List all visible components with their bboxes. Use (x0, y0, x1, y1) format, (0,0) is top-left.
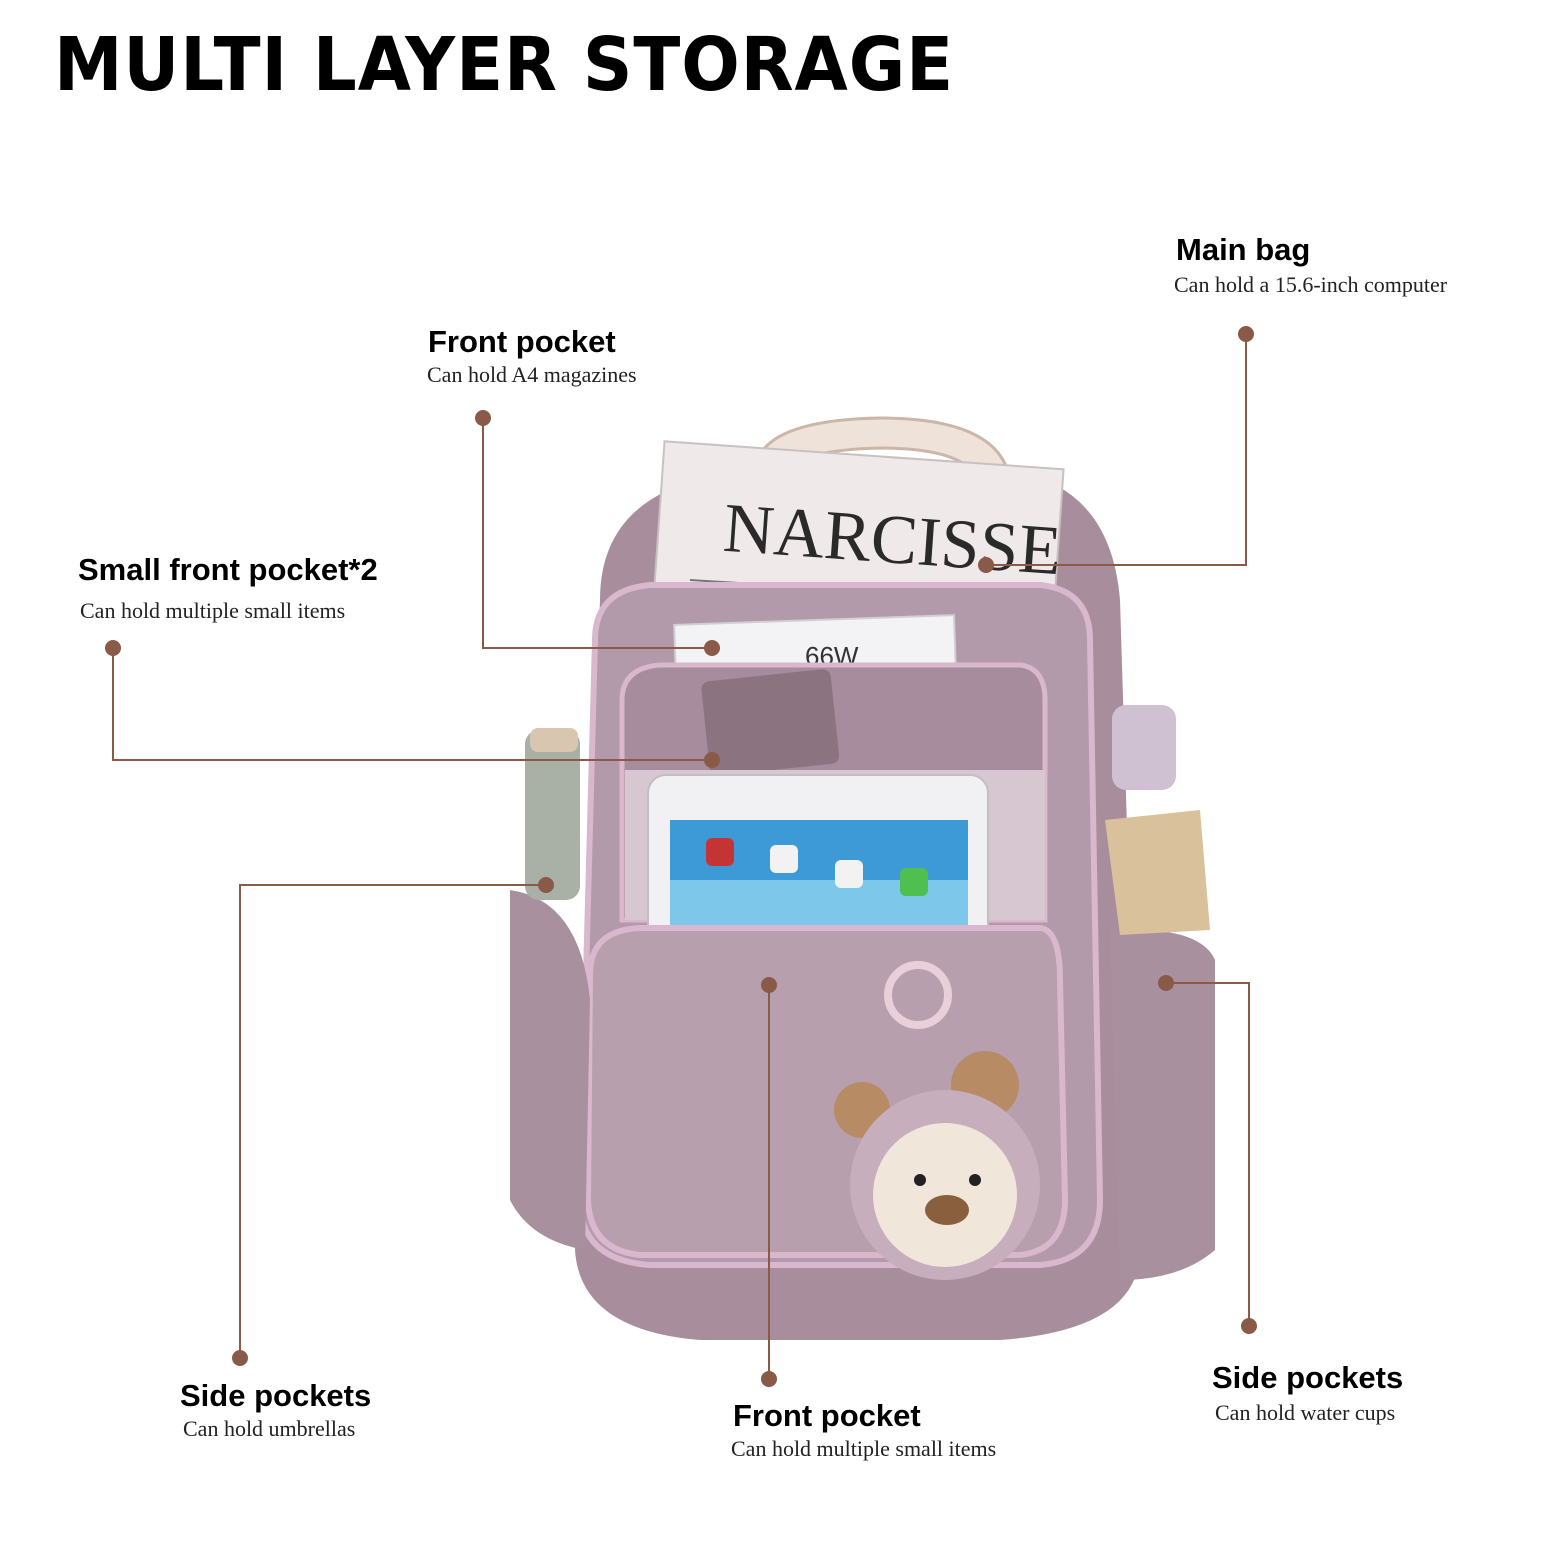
bear-purse-shape (834, 961, 1040, 1280)
side-pockets-right-desc: Can hold water cups (1215, 1400, 1396, 1425)
umbrella-shape (1105, 705, 1210, 935)
right-side-pocket-shape (1110, 929, 1215, 1280)
main-bag-title: Main bag (1176, 232, 1311, 267)
front-pocket-top-desc: Can hold A4 magazines (427, 362, 637, 387)
front-pocket-top-title: Front pocket (428, 324, 616, 359)
tablet-shape (647, 774, 989, 946)
leader-small-front-pocket (112, 648, 712, 761)
side-pockets-left-desc: Can hold umbrellas (183, 1416, 356, 1441)
main-bag-desc: Can hold a 15.6-inch computer (1174, 272, 1448, 297)
water-bottle-shape (525, 730, 580, 900)
front-pocket-bottom-desc: Can hold multiple small items (731, 1436, 997, 1461)
headline: MULTI LAYER STORAGE (54, 22, 955, 108)
side-pockets-left-title: Side pockets (180, 1378, 372, 1413)
wallet-shape (701, 669, 840, 776)
leader-lines (112, 334, 1250, 1379)
small-front-pocket-desc: Can hold multiple small items (80, 598, 346, 623)
front-pocket-bottom-title: Front pocket (733, 1398, 921, 1433)
leader-dots (105, 326, 1257, 1387)
leader-main-bag (986, 334, 1247, 566)
small-front-pocket-title: Small front pocket*2 (78, 552, 378, 587)
leader-side-pockets-right (1166, 982, 1250, 1326)
leader-side-pockets-left (239, 884, 546, 1358)
left-side-pocket-shape (510, 890, 590, 1250)
side-pockets-right-title: Side pockets (1212, 1360, 1404, 1395)
leader-front-pocket-top (482, 418, 712, 649)
